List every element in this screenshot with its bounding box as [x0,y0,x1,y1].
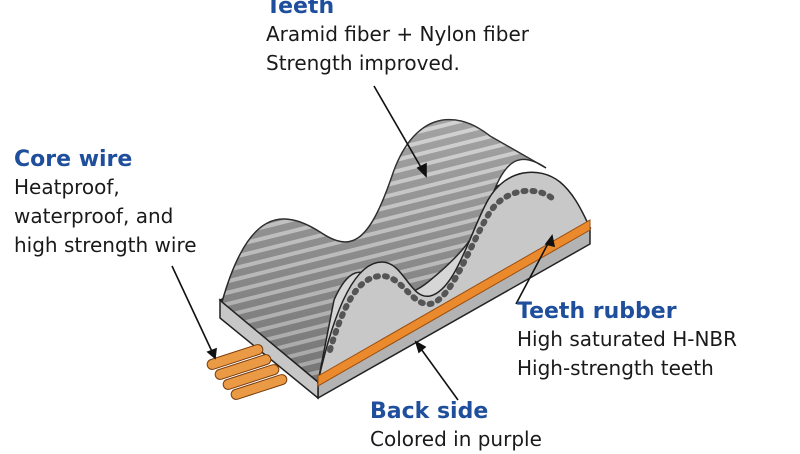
teeth-rubber-band [317,219,591,387]
back-side-title: Back side [370,399,489,424]
core-wires [206,344,288,400]
teeth-rubber-desc-line-1: High saturated H-NBR [517,327,738,351]
back-side-desc-line-1: Colored in purple [370,427,542,451]
back-side-desc: Colored in purple [370,425,542,454]
core-wire-title: Core wire [14,147,133,172]
core-wire-label: Core wire Heatproof, waterproof, and hig… [14,147,197,260]
teeth-title: Teeth [266,0,335,19]
core-wire-desc-line-2: waterproof, and [14,204,174,228]
teeth-rubber-title: Teeth rubber [517,299,677,324]
back-side-label: Back side Colored in purple [370,399,542,454]
teeth-desc-line-1: Aramid fiber + Nylon fiber [266,22,529,46]
core-wire-desc-line-3: high strength wire [14,233,197,257]
teeth-profile [316,171,591,384]
teeth-desc: Aramid fiber + Nylon fiber Strength impr… [266,20,529,78]
core-wire-desc-line-1: Heatproof, [14,175,120,199]
teeth-rubber-desc-line-2: High-strength teeth [517,356,714,380]
teeth-label: Teeth Aramid fiber + Nylon fiber Strengt… [266,0,529,78]
core-wire-desc: Heatproof, waterproof, and high strength… [14,173,197,260]
teeth-rubber-desc: High saturated H-NBR High-strength teeth [517,325,737,383]
teeth-desc-line-2: Strength improved. [266,51,460,75]
teeth-rubber-label: Teeth rubber High saturated H-NBR High-s… [517,299,737,383]
leader-lines [171,85,556,401]
